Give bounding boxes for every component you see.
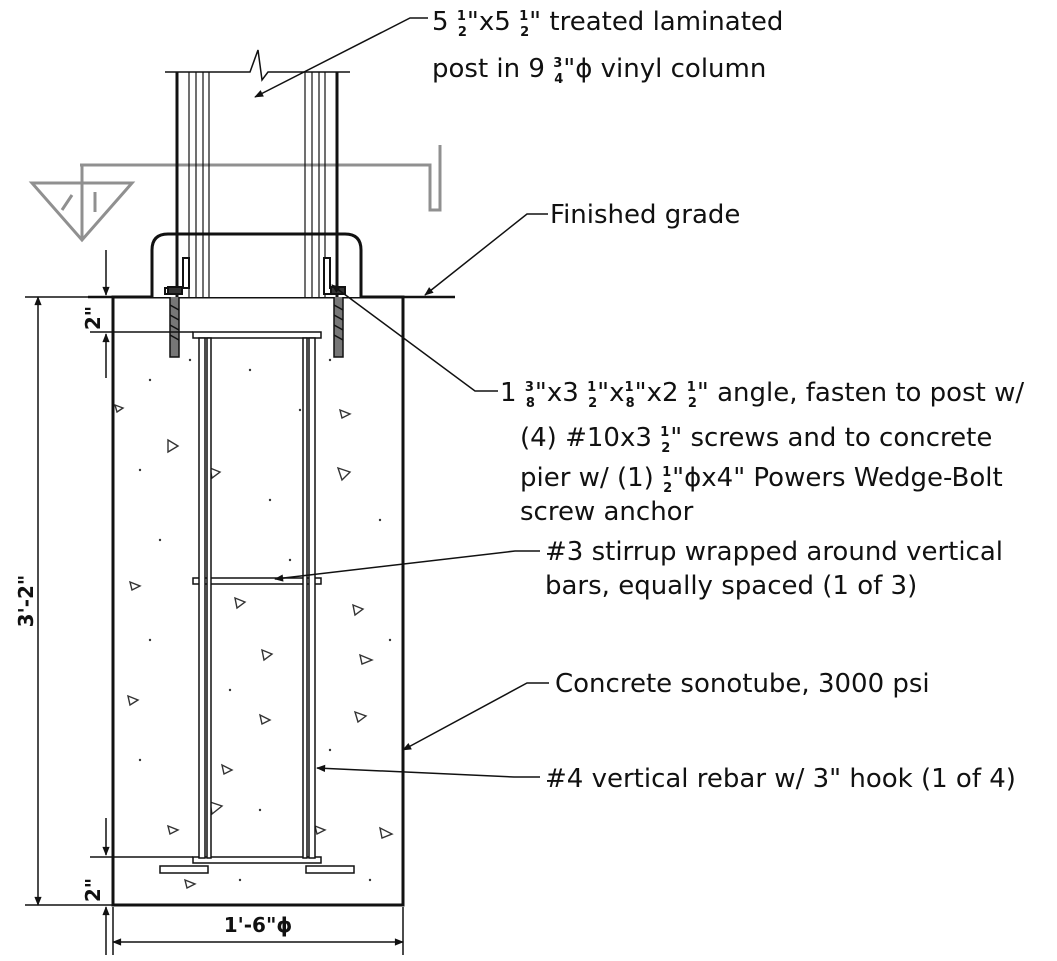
dim-bottom-cover: 2" (81, 878, 105, 902)
dim-height: 3'-2" (14, 575, 38, 628)
dim-diameter: 1'-6"ϕ (224, 913, 293, 937)
dim-top-cover: 2" (81, 306, 105, 330)
rebar-cage (159, 331, 355, 874)
note-finished-grade: Finished grade (550, 200, 740, 230)
svg-text:(4) #10x3 12" screws and to co: (4) #10x3 12" screws and to concrete (520, 423, 992, 456)
concrete-dots (138, 358, 392, 882)
svg-text:pier w/ (1) 12"ϕx4" Powers Wed: pier w/ (1) 12"ϕx4" Powers Wedge-Bolt (520, 463, 1003, 496)
svg-text:post in 9 34"ϕ vinyl column: post in 9 34"ϕ vinyl column (432, 54, 766, 87)
svg-text:screw anchor: screw anchor (520, 497, 694, 527)
note-stirrup-line2: bars, equally spaced (1 of 3) (545, 571, 917, 601)
concrete-aggregate (113, 403, 394, 890)
note-sonotube: Concrete sonotube, 3000 psi (555, 669, 930, 699)
svg-text:5 12"x5 12" treated laminated: 5 12"x5 12" treated laminated (432, 7, 783, 40)
vinyl-column-base (150, 232, 363, 297)
grade-symbol-icon (28, 145, 442, 243)
note-stirrup-line1: #3 stirrup wrapped around vertical (545, 537, 1003, 567)
concrete-pier (111, 295, 405, 907)
leaders (254, 17, 549, 778)
note-rebar: #4 vertical rebar w/ 3" hook (1 of 4) (545, 764, 1016, 794)
dimension-lines (25, 250, 404, 955)
svg-text:1 38"x3 12"x18"x2 12" angle, f: 1 38"x3 12"x18"x2 12" angle, fasten to p… (500, 378, 1024, 411)
